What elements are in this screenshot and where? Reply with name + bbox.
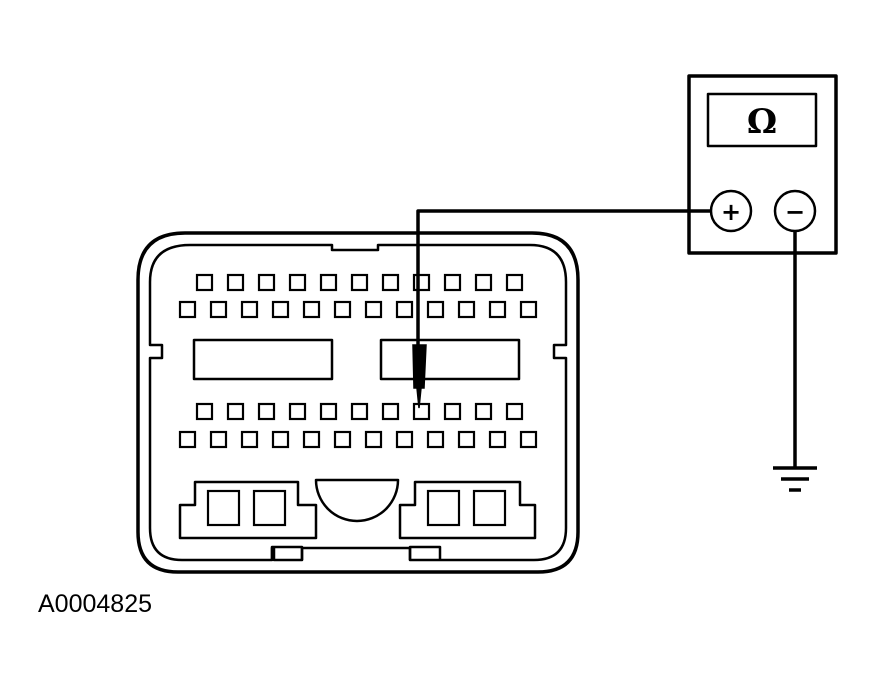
center-key-arc bbox=[314, 478, 400, 523]
connector-pin bbox=[178, 300, 197, 319]
large-pin bbox=[206, 489, 241, 527]
connector-pin bbox=[443, 402, 462, 421]
connector-pin bbox=[319, 273, 338, 292]
connector-pin bbox=[364, 300, 383, 319]
connector-pin bbox=[302, 300, 321, 319]
connector-pin bbox=[333, 300, 352, 319]
connector-pin bbox=[226, 273, 245, 292]
connector-pin bbox=[457, 300, 476, 319]
connector-pin bbox=[426, 300, 445, 319]
connector-pin bbox=[381, 273, 400, 292]
connector-pin bbox=[457, 430, 476, 449]
connector-pin bbox=[412, 402, 431, 421]
connector-pin bbox=[288, 273, 307, 292]
connector-pin bbox=[209, 300, 228, 319]
pin-row-bottom bbox=[178, 430, 538, 449]
ohm-symbol: Ω bbox=[747, 102, 777, 142]
large-pin bbox=[252, 489, 287, 527]
connector-pin bbox=[226, 402, 245, 421]
connector-pin bbox=[319, 402, 338, 421]
minus-sign: − bbox=[785, 198, 805, 226]
connector-pin bbox=[288, 402, 307, 421]
connector-pin bbox=[505, 402, 524, 421]
connector-pin bbox=[271, 430, 290, 449]
pin-row-top bbox=[195, 273, 524, 292]
connector-pin bbox=[395, 300, 414, 319]
positive-test-lead bbox=[412, 209, 711, 409]
connector-pin bbox=[381, 402, 400, 421]
pin-row-second bbox=[178, 300, 538, 319]
connector bbox=[136, 231, 580, 574]
connector-pin bbox=[257, 273, 276, 292]
connector-pin bbox=[488, 430, 507, 449]
connector-pin bbox=[474, 402, 493, 421]
connector-pin bbox=[195, 273, 214, 292]
connector-pin bbox=[350, 273, 369, 292]
connector-window-right bbox=[379, 338, 521, 381]
connector-pin bbox=[209, 430, 228, 449]
connector-pin bbox=[488, 300, 507, 319]
bottom-key-notch-right bbox=[408, 545, 442, 560]
connector-pin bbox=[443, 273, 462, 292]
connector-pin bbox=[257, 402, 276, 421]
multimeter-body bbox=[687, 74, 838, 255]
connector-outer-shell bbox=[136, 231, 580, 574]
plus-sign: + bbox=[721, 198, 741, 226]
connector-window-left bbox=[192, 338, 334, 381]
connector-pin bbox=[350, 402, 369, 421]
multimeter-display bbox=[706, 92, 818, 148]
connector-pin bbox=[333, 430, 352, 449]
figure-id-label: A0004825 bbox=[38, 590, 153, 618]
connector-pin bbox=[505, 273, 524, 292]
large-pin bbox=[472, 489, 507, 527]
ground-lead bbox=[773, 231, 817, 492]
connector-pin bbox=[519, 430, 538, 449]
connector-pin bbox=[519, 300, 538, 319]
connector-pin bbox=[240, 430, 259, 449]
terminal-block-right bbox=[398, 480, 537, 540]
terminal-block-left bbox=[178, 480, 318, 540]
connector-pin bbox=[271, 300, 290, 319]
connector-pin bbox=[395, 430, 414, 449]
connector-pin bbox=[302, 430, 321, 449]
pin-row-third bbox=[195, 402, 524, 421]
connector-pin bbox=[426, 430, 445, 449]
connector-pin bbox=[178, 430, 197, 449]
large-pin bbox=[426, 489, 461, 527]
connector-pin bbox=[240, 300, 259, 319]
multimeter: Ω + − bbox=[687, 74, 838, 255]
bottom-key-notch-left bbox=[270, 545, 304, 560]
connector-pin bbox=[474, 273, 493, 292]
connector-pin bbox=[195, 402, 214, 421]
probe-tip bbox=[412, 344, 427, 409]
connector-pin bbox=[364, 430, 383, 449]
